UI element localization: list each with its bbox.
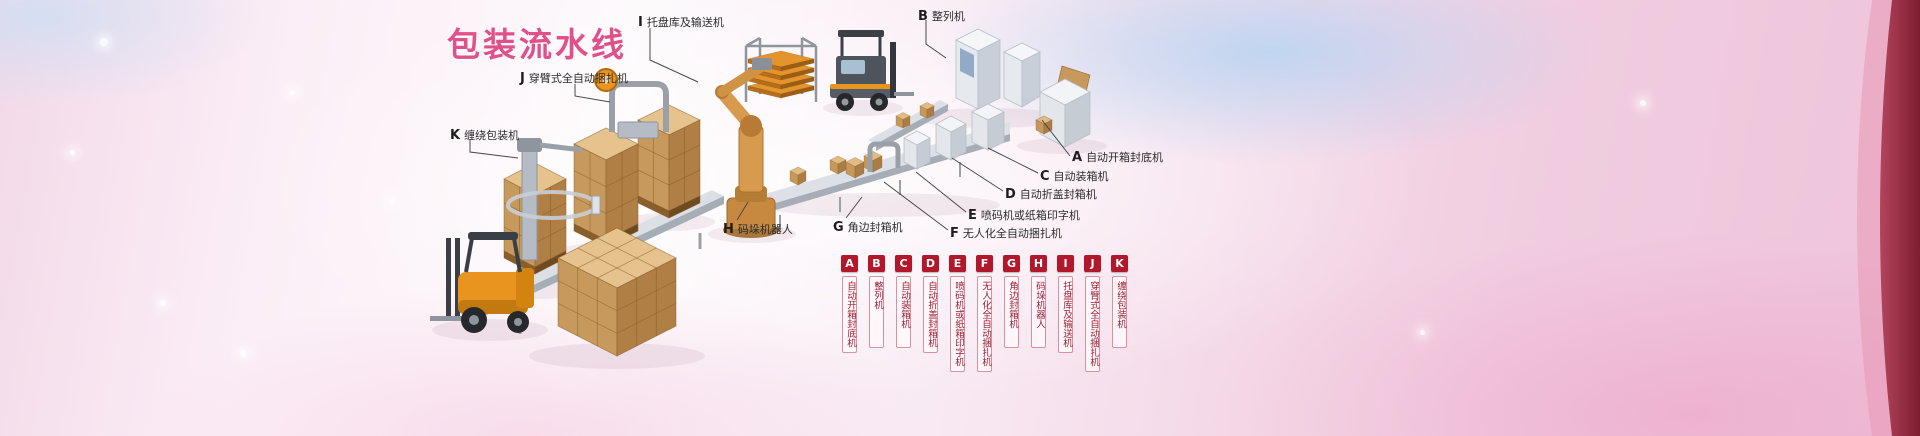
sparkle-icon (1420, 330, 1425, 335)
callout-key: J (520, 71, 525, 86)
sparkle-icon (1640, 100, 1646, 106)
forklift-bottom (430, 232, 534, 333)
legend-item-B: B 整列机 (868, 255, 885, 372)
callout-D: D 自动折盖封箱机 (1005, 186, 1097, 202)
callout-key: F (950, 226, 959, 241)
callout-B: B 整列机 (918, 8, 965, 24)
legend-label: 角边封箱机 (1004, 276, 1019, 348)
legend-key: F (976, 255, 993, 272)
callout-H: H 码垛机器人 (723, 221, 793, 237)
sparkle-icon (390, 200, 394, 204)
callout-J: J 穿臂式全自动捆扎机 (520, 70, 628, 86)
legend-item-I: I 托盘库及输送机 (1057, 255, 1074, 372)
callout-lines (469, 20, 1071, 231)
callout-key: K (450, 128, 461, 143)
legend-label: 整列机 (869, 276, 884, 348)
callout-label: 无人化全自动捆扎机 (962, 227, 1062, 240)
legend-item-A: A 自动开箱封底机 (841, 255, 858, 372)
legend-key: I (1057, 255, 1074, 272)
strapper-f (867, 141, 901, 172)
callout-key: I (638, 15, 643, 30)
legend-item-D: D 自动折盖封箱机 (922, 255, 939, 372)
legend-item-H: H 码垛机器人 (1030, 255, 1047, 372)
floor-carton-stack (557, 227, 677, 357)
legend-item-F: F 无人化全自动捆扎机 (976, 255, 993, 372)
sealer-machine-d (935, 115, 967, 161)
legend-item-C: C 自动装箱机 (895, 255, 912, 372)
callout-label: 自动折盖封箱机 (1019, 188, 1097, 201)
sparkle-icon (290, 90, 295, 95)
sparkle-icon (160, 300, 166, 306)
callout-key: A (1072, 150, 1083, 165)
callout-label: 码垛机器人 (737, 223, 793, 236)
legend: A 自动开箱封底机 B 整列机 C 自动装箱机 D 自动折盖封箱机 E 喷码机或… (841, 255, 1128, 372)
legend-key: E (949, 255, 966, 272)
strapper-j (594, 68, 669, 139)
callout-label: 穿臂式全自动捆扎机 (528, 72, 628, 85)
legend-label: 自动装箱机 (896, 276, 911, 348)
callout-label: 托盘库及输送机 (646, 16, 724, 29)
legend-item-G: G 角边封箱机 (1003, 255, 1020, 372)
forklift-top (830, 30, 914, 111)
legend-label: 无人化全自动捆扎机 (977, 276, 992, 372)
legend-item-J: J 穿臂式全自动捆扎机 (1084, 255, 1101, 372)
case-packer-c (971, 103, 1005, 151)
callout-I: I 托盘库及输送机 (638, 14, 724, 30)
callout-label: 自动装箱机 (1053, 170, 1109, 183)
pallet-stack (573, 127, 639, 248)
callout-key: E (968, 208, 977, 223)
legend-key: B (868, 255, 885, 272)
legend-label: 穿臂式全自动捆扎机 (1085, 276, 1100, 372)
callout-key: G (833, 220, 844, 235)
legend-key: C (895, 255, 912, 272)
coder-machine-e (903, 130, 931, 170)
callout-key: B (918, 9, 928, 24)
right-edge-bands (1857, 0, 1920, 436)
pallet-magazine-i (744, 36, 818, 102)
callout-K: K 缠绕包装机 (450, 127, 519, 143)
legend-item-E: E 喷码机或纸箱印字机 (949, 255, 966, 372)
callout-G: G 角边封箱机 (833, 219, 903, 235)
callout-A: A 自动开箱封底机 (1072, 149, 1163, 165)
legend-key: K (1111, 255, 1128, 272)
callout-E: E 喷码机或纸箱印字机 (968, 207, 1080, 223)
legend-key: H (1030, 255, 1047, 272)
legend-label: 自动开箱封底机 (842, 276, 857, 353)
carton-box (789, 151, 883, 186)
legend-key: G (1003, 255, 1020, 272)
legend-item-K: K 缠绕包装机 (1111, 255, 1128, 372)
legend-label: 喷码机或纸箱印字机 (950, 276, 965, 372)
sparkle-icon (240, 350, 247, 357)
callout-label: 缠绕包装机 (464, 129, 520, 142)
wrap-machine-k (506, 138, 601, 261)
legend-key: J (1084, 255, 1101, 272)
page-title: 包装流水线 (447, 25, 627, 64)
callout-label: 喷码机或纸箱印字机 (980, 209, 1080, 222)
sparkle-icon (70, 150, 75, 155)
legend-label: 自动折盖封箱机 (923, 276, 938, 353)
callout-label: 整列机 (931, 10, 965, 23)
legend-label: 缠绕包装机 (1112, 276, 1127, 348)
callout-key: C (1040, 169, 1050, 184)
callout-key: D (1005, 187, 1016, 202)
legend-label: 托盘库及输送机 (1058, 276, 1073, 353)
callout-C: C 自动装箱机 (1040, 168, 1109, 184)
callout-F: F 无人化全自动捆扎机 (950, 225, 1062, 241)
legend-label: 码垛机器人 (1031, 276, 1046, 348)
legend-key: D (922, 255, 939, 272)
palletizer-robot-h (715, 58, 779, 238)
legend-key: A (841, 255, 858, 272)
carton-box (895, 102, 935, 129)
callout-key: H (723, 222, 734, 237)
sparkle-icon (100, 38, 108, 46)
callout-label: 自动开箱封底机 (1086, 151, 1164, 164)
case-erector-a (1035, 65, 1091, 148)
callout-label: 角边封箱机 (847, 221, 903, 234)
